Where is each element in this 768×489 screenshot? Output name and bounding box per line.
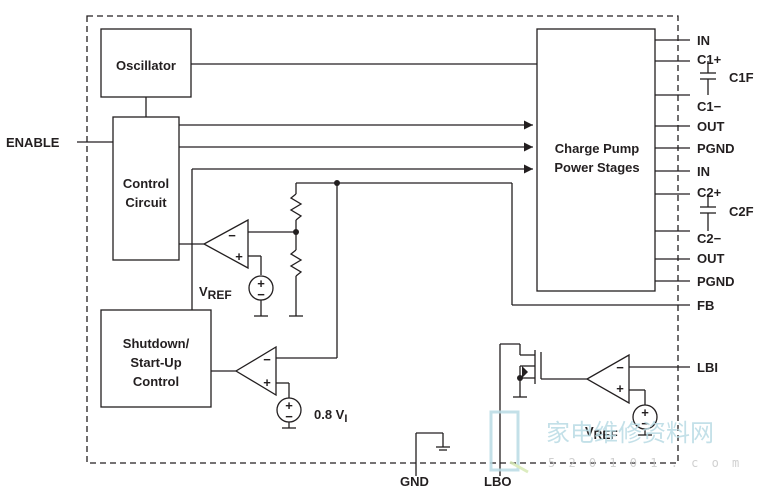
- shutdown-block: [100, 309, 212, 408]
- vref-minus: −: [257, 287, 265, 302]
- watermark-logo: [489, 410, 520, 472]
- shutdown-label-line2: Start-Up: [130, 355, 181, 370]
- pin-c1-plus: C1+: [697, 52, 722, 67]
- shutdown-label-line3: Control: [133, 374, 179, 389]
- cap-c2f: C2F: [729, 204, 754, 219]
- watermark-text: 家电维修资料网: [546, 419, 714, 447]
- resistor-bottom: [289, 249, 303, 277]
- vref2-plus: +: [641, 405, 649, 420]
- chip-boundary: [86, 15, 679, 464]
- shutdown-comp-plus: +: [263, 375, 271, 390]
- feedback-junction: [334, 180, 340, 186]
- vi-label: 0.8 VI: [314, 407, 347, 425]
- pin-out-1: OUT: [697, 119, 725, 134]
- pin-in-2: IN: [697, 164, 710, 179]
- shutdown-label-line1: Shutdown/: [123, 336, 190, 351]
- error-amp-minus: −: [228, 228, 236, 243]
- vref-label: VREF: [199, 284, 232, 302]
- vref2-minus: −: [641, 416, 649, 431]
- charge-pump-block: [536, 28, 656, 292]
- pin-pgnd-1: PGND: [697, 141, 735, 156]
- charge-pump-label-line1: Charge Pump: [555, 141, 640, 156]
- vref2-label: VREF: [585, 424, 618, 442]
- cap-c1f: C1F: [729, 70, 754, 85]
- resistor-top: [289, 193, 303, 221]
- pin-fb: FB: [697, 298, 714, 313]
- pin-pgnd-2: PGND: [697, 274, 735, 289]
- oscillator-label: Oscillator: [116, 58, 176, 73]
- pin-c1-minus: C1−: [697, 99, 722, 114]
- pin-lbi: LBI: [697, 360, 718, 375]
- vref-plus: +: [257, 276, 265, 291]
- body-diode-icon: [522, 366, 528, 378]
- pin-out-2: OUT: [697, 251, 725, 266]
- lbi-comparator: [585, 353, 630, 405]
- vi-minus: −: [285, 409, 293, 424]
- error-amp-plus: +: [235, 249, 243, 264]
- vi-plus: +: [285, 398, 293, 413]
- divider-junction: [293, 229, 299, 235]
- watermark: 家电维修资料网 5 2 0 1 0 1 . c o m: [489, 410, 742, 474]
- control-label-line1: Control: [123, 176, 169, 191]
- charge-pump-label-line2: Power Stages: [554, 160, 639, 175]
- lbo-junction: [517, 375, 523, 381]
- lbi-comp-minus: −: [616, 360, 624, 375]
- pin-lbo: LBO: [484, 474, 511, 489]
- control-label-line2: Circuit: [125, 195, 167, 210]
- pin-in-1: IN: [697, 33, 710, 48]
- pin-enable: ENABLE: [6, 135, 60, 150]
- pin-c2-minus: C2−: [697, 231, 722, 246]
- watermark-url: 5 2 0 1 0 1 . c o m: [548, 456, 742, 470]
- lbi-comp-plus: +: [616, 381, 624, 396]
- pin-gnd: GND: [400, 474, 429, 489]
- shutdown-comp-minus: −: [263, 352, 271, 367]
- pin-c2-plus: C2+: [697, 185, 722, 200]
- error-amplifier: [202, 218, 249, 270]
- shutdown-comparator: [234, 345, 277, 397]
